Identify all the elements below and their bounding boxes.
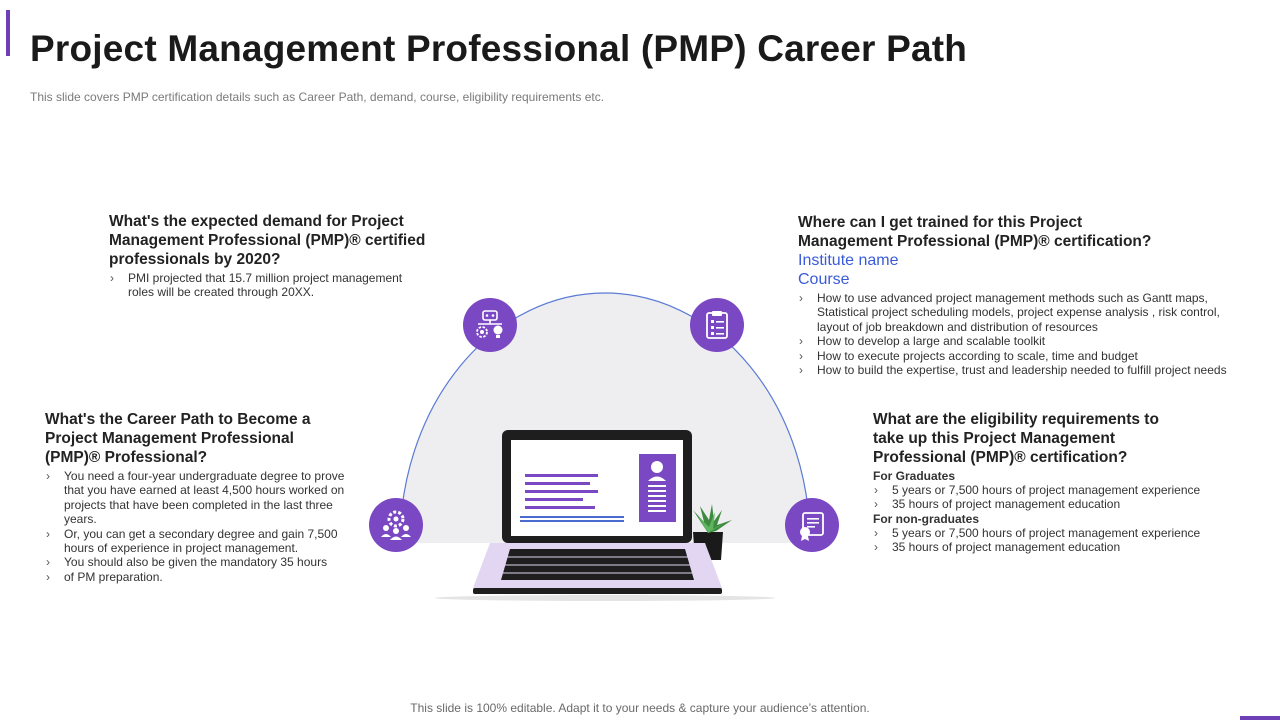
list-item: How to use advanced project management m… xyxy=(798,291,1238,334)
list-item: 5 years or 7,500 hours of project manage… xyxy=(873,483,1213,498)
non-graduates-bullets: 5 years or 7,500 hours of project manage… xyxy=(873,526,1213,555)
footer-note: This slide is 100% editable. Adapt it to… xyxy=(410,701,870,715)
page-title: Project Management Professional (PMP) Ca… xyxy=(30,28,968,69)
course-label: Course xyxy=(798,271,850,288)
title-accent-bar xyxy=(6,10,10,56)
list-item: How to build the expertise, trust and le… xyxy=(798,363,1238,378)
list-item: Or, you can get a secondary degree and g… xyxy=(45,527,350,556)
list-item: 35 hours of project management education xyxy=(873,540,1213,555)
demand-bullets: PMI projected that 15.7 million project … xyxy=(109,271,429,300)
robot-lightbulb-icon xyxy=(463,298,517,352)
table-shadow xyxy=(435,595,775,601)
clipboard-icon xyxy=(690,298,744,352)
list-item: How to execute projects according to sca… xyxy=(798,349,1238,364)
career-path-bullets: You need a four-year undergraduate degre… xyxy=(45,469,350,585)
laptop-icon xyxy=(473,430,722,594)
page-subtitle: This slide covers PMP certification deta… xyxy=(30,90,605,104)
list-item: PMI projected that 15.7 million project … xyxy=(109,271,429,300)
list-item: You should also be given the mandatory 3… xyxy=(45,555,350,570)
demand-section: What's the expected demand for Project M… xyxy=(109,212,429,300)
list-item: 35 hours of project management education xyxy=(873,497,1213,512)
dome-arc xyxy=(399,292,811,544)
list-item: You need a four-year undergraduate degre… xyxy=(45,469,350,527)
graduates-bullets: 5 years or 7,500 hours of project manage… xyxy=(873,483,1213,512)
list-item: of PM preparation. xyxy=(45,570,350,585)
eligibility-heading: What are the eligibility requirements to… xyxy=(873,411,1159,466)
list-item: 5 years or 7,500 hours of project manage… xyxy=(873,526,1213,541)
eligibility-section: What are the eligibility requirements to… xyxy=(873,410,1213,555)
career-path-section: What's the Career Path to Become a Proje… xyxy=(45,410,350,585)
list-item: How to develop a large and scalable tool… xyxy=(798,334,1238,349)
non-graduates-label: For non-graduates xyxy=(873,511,980,526)
plant-icon xyxy=(693,504,732,560)
institute-name: Institute name xyxy=(798,252,899,269)
gear-team-icon xyxy=(369,498,423,552)
training-bullets: How to use advanced project management m… xyxy=(798,291,1238,378)
demand-heading: What's the expected demand for Project M… xyxy=(109,213,426,268)
graduates-label: For Graduates xyxy=(873,469,956,483)
training-section: Where can I get trained for this Project… xyxy=(798,213,1238,378)
career-path-heading: What's the Career Path to Become a Proje… xyxy=(45,411,311,466)
corner-accent-bar xyxy=(1240,716,1280,720)
training-heading: Where can I get trained for this Project… xyxy=(798,214,1152,250)
certificate-icon xyxy=(785,498,839,552)
